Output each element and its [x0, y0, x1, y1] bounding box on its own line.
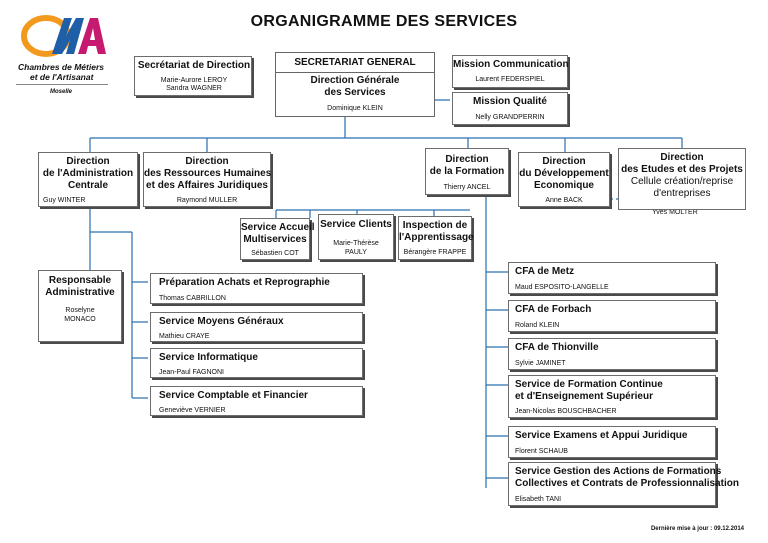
box-title: Direction: [660, 152, 704, 163]
dir-etudes-person: Yves MOLTER: [652, 209, 698, 216]
resp-admin-box: Responsable Administrative Roselyne MONA…: [38, 270, 122, 342]
dir-dev-box: Direction du Développement Economique An…: [518, 152, 610, 207]
box-title: CFA de Thionville: [515, 342, 599, 353]
box-title: Direction: [66, 156, 110, 167]
box-person: Thierry ANCEL: [443, 184, 491, 191]
box-title: Service Moyens Généraux: [159, 316, 284, 327]
box-person: Thomas CABRILLON: [159, 295, 226, 302]
cfa-metz-box: CFA de Metz Maud ESPOSITO-LANGELLE: [508, 262, 716, 294]
box-title: Mission Communication: [453, 59, 569, 70]
box-person: Florent SCHAUB: [515, 448, 568, 455]
logo-line2: et de l'Artisanat: [30, 72, 94, 82]
formation-continue-box: Service de Formation Continue et d'Ensei…: [508, 375, 716, 418]
box-header: SECRETARIAT GENERAL: [294, 57, 416, 68]
box-title: Economique: [533, 180, 594, 191]
box-title: Service Examens et Appui Juridique: [515, 430, 688, 441]
cfa-thionville-box: CFA de Thionville Sylvie JAMINET: [508, 338, 716, 370]
box-title: Direction: [185, 156, 229, 167]
box-title: l'Apprentissage: [399, 232, 474, 243]
logo: Chambres de Métiers et de l'Artisanat Mo…: [14, 12, 110, 95]
box-person: Sylvie JAMINET: [515, 360, 566, 367]
box-person: Sandra WAGNER: [166, 85, 222, 92]
dgs-box: SECRETARIAT GENERAL Direction Générale d…: [275, 52, 435, 117]
box-title: Multiservices: [243, 234, 307, 245]
box-title: Service Clients: [320, 219, 392, 230]
box-person: Anne BACK: [545, 197, 583, 204]
logo-line1: Chambres de Métiers: [18, 62, 104, 72]
service-accueil-box: Service Accueil Multiservices Sébastien …: [240, 218, 315, 260]
box-title: de la Formation: [429, 166, 505, 177]
logo-region: Moselle: [50, 89, 73, 95]
box-person: Guy WINTER: [43, 197, 86, 204]
box-person: Marie-Aurore LEROY: [160, 77, 228, 84]
box-title: Collectives et Contrats de Professionnal…: [515, 478, 739, 489]
box-title: des Etudes et des Projets: [621, 164, 743, 175]
dir-admin-box: Direction de l'Administration Centrale G…: [38, 152, 138, 207]
mission-qualite-box: Mission Qualité Nelly GRANDPERRIN: [452, 92, 568, 125]
dir-etudes-box: Direction des Etudes et des Projets Cell…: [618, 148, 746, 210]
box-title: Direction: [445, 154, 489, 165]
box-title: des Services: [324, 87, 386, 98]
page-title: ORGANIGRAMME DES SERVICES: [250, 13, 518, 30]
box-subtitle: d'entreprises: [653, 188, 711, 199]
service-clients-box: Service Clients Marie-Thérèse PAULY: [318, 214, 394, 260]
last-update: Dernière mise à jour : 09.12.2014: [650, 526, 744, 532]
box-person: Marie-Thérèse: [333, 240, 379, 247]
box-person: MONACO: [64, 316, 96, 323]
box-title: Centrale: [67, 180, 108, 191]
box-person: Elisabeth TANI: [515, 496, 562, 503]
box-title: Service Informatique: [159, 352, 258, 363]
box-person: Sébastien COT: [251, 250, 299, 257]
box-title: Service Comptable et Financier: [159, 390, 308, 401]
box-title: Responsable: [48, 275, 112, 286]
box-person: Bérangère FRAPPE: [403, 249, 467, 256]
box-title: des Ressources Humaines: [144, 168, 272, 179]
box-person: Geneviève VERNIER: [159, 407, 226, 414]
box-person: Jean-Paul FAGNONI: [159, 369, 224, 376]
logo-divider: [16, 84, 108, 85]
box-person: Nelly GRANDPERRIN: [475, 114, 545, 121]
moyens-box: Service Moyens Généraux Mathieu CRAYE: [150, 312, 363, 342]
cma-logo-icon: [21, 15, 106, 57]
box-title: Direction Générale: [310, 75, 400, 86]
dir-rh-box: Direction des Ressources Humaines et des…: [143, 152, 271, 207]
informatique-box: Service Informatique Jean-Paul FAGNONI: [150, 348, 363, 378]
box-title: Préparation Achats et Reprographie: [159, 277, 330, 288]
cfa-forbach-box: CFA de Forbach Roland KLEIN: [508, 300, 716, 332]
box-person: Jean-Nicolas BOUSCHBACHER: [515, 408, 617, 415]
box-title: Service Accueil: [241, 222, 315, 233]
secretariat-direction-box: Secrétariat de Direction Marie-Aurore LE…: [134, 56, 252, 96]
box-title: Service de Formation Continue: [515, 379, 663, 390]
box-person: Dominique KLEIN: [327, 105, 383, 112]
box-title: CFA de Forbach: [515, 304, 592, 315]
dir-formation-box: Direction de la Formation Thierry ANCEL: [425, 148, 509, 195]
box-subtitle: Cellule création/reprise: [630, 176, 734, 187]
box-title: Mission Qualité: [473, 96, 547, 107]
box-person: Raymond MULLER: [176, 197, 238, 204]
box-title: et des Affaires Juridiques: [146, 180, 268, 191]
examens-box: Service Examens et Appui Juridique Flore…: [508, 426, 716, 458]
box-title: et d'Enseignement Supérieur: [515, 391, 653, 402]
box-title: de l'Administration: [42, 168, 134, 179]
box-person: Maud ESPOSITO-LANGELLE: [515, 284, 609, 291]
box-person: Laurent FEDERSPIEL: [475, 76, 545, 83]
box-title: Secrétariat de Direction: [137, 60, 251, 71]
box-person: Roselyne: [65, 307, 95, 314]
inspection-box: Inspection de l'Apprentissage Bérangère …: [398, 216, 474, 260]
box-divider: [276, 72, 434, 73]
box-person: PAULY: [345, 249, 367, 256]
mission-communication-box: Mission Communication Laurent FEDERSPIEL: [452, 55, 569, 88]
comptable-box: Service Comptable et Financier Geneviève…: [150, 386, 363, 416]
box-person: Roland KLEIN: [515, 322, 560, 329]
box-title: CFA de Metz: [515, 266, 575, 277]
box-title: Direction: [542, 156, 586, 167]
achats-box: Préparation Achats et Reprographie Thoma…: [150, 273, 363, 304]
box-title: Administrative: [45, 287, 115, 298]
box-person: Mathieu CRAYE: [159, 333, 210, 340]
box-title: Service Gestion des Actions de Formation…: [515, 466, 722, 477]
box-title: du Développement: [519, 168, 609, 179]
gestion-actions-box: Service Gestion des Actions de Formation…: [508, 462, 739, 506]
box-title: Inspection de: [402, 220, 468, 231]
